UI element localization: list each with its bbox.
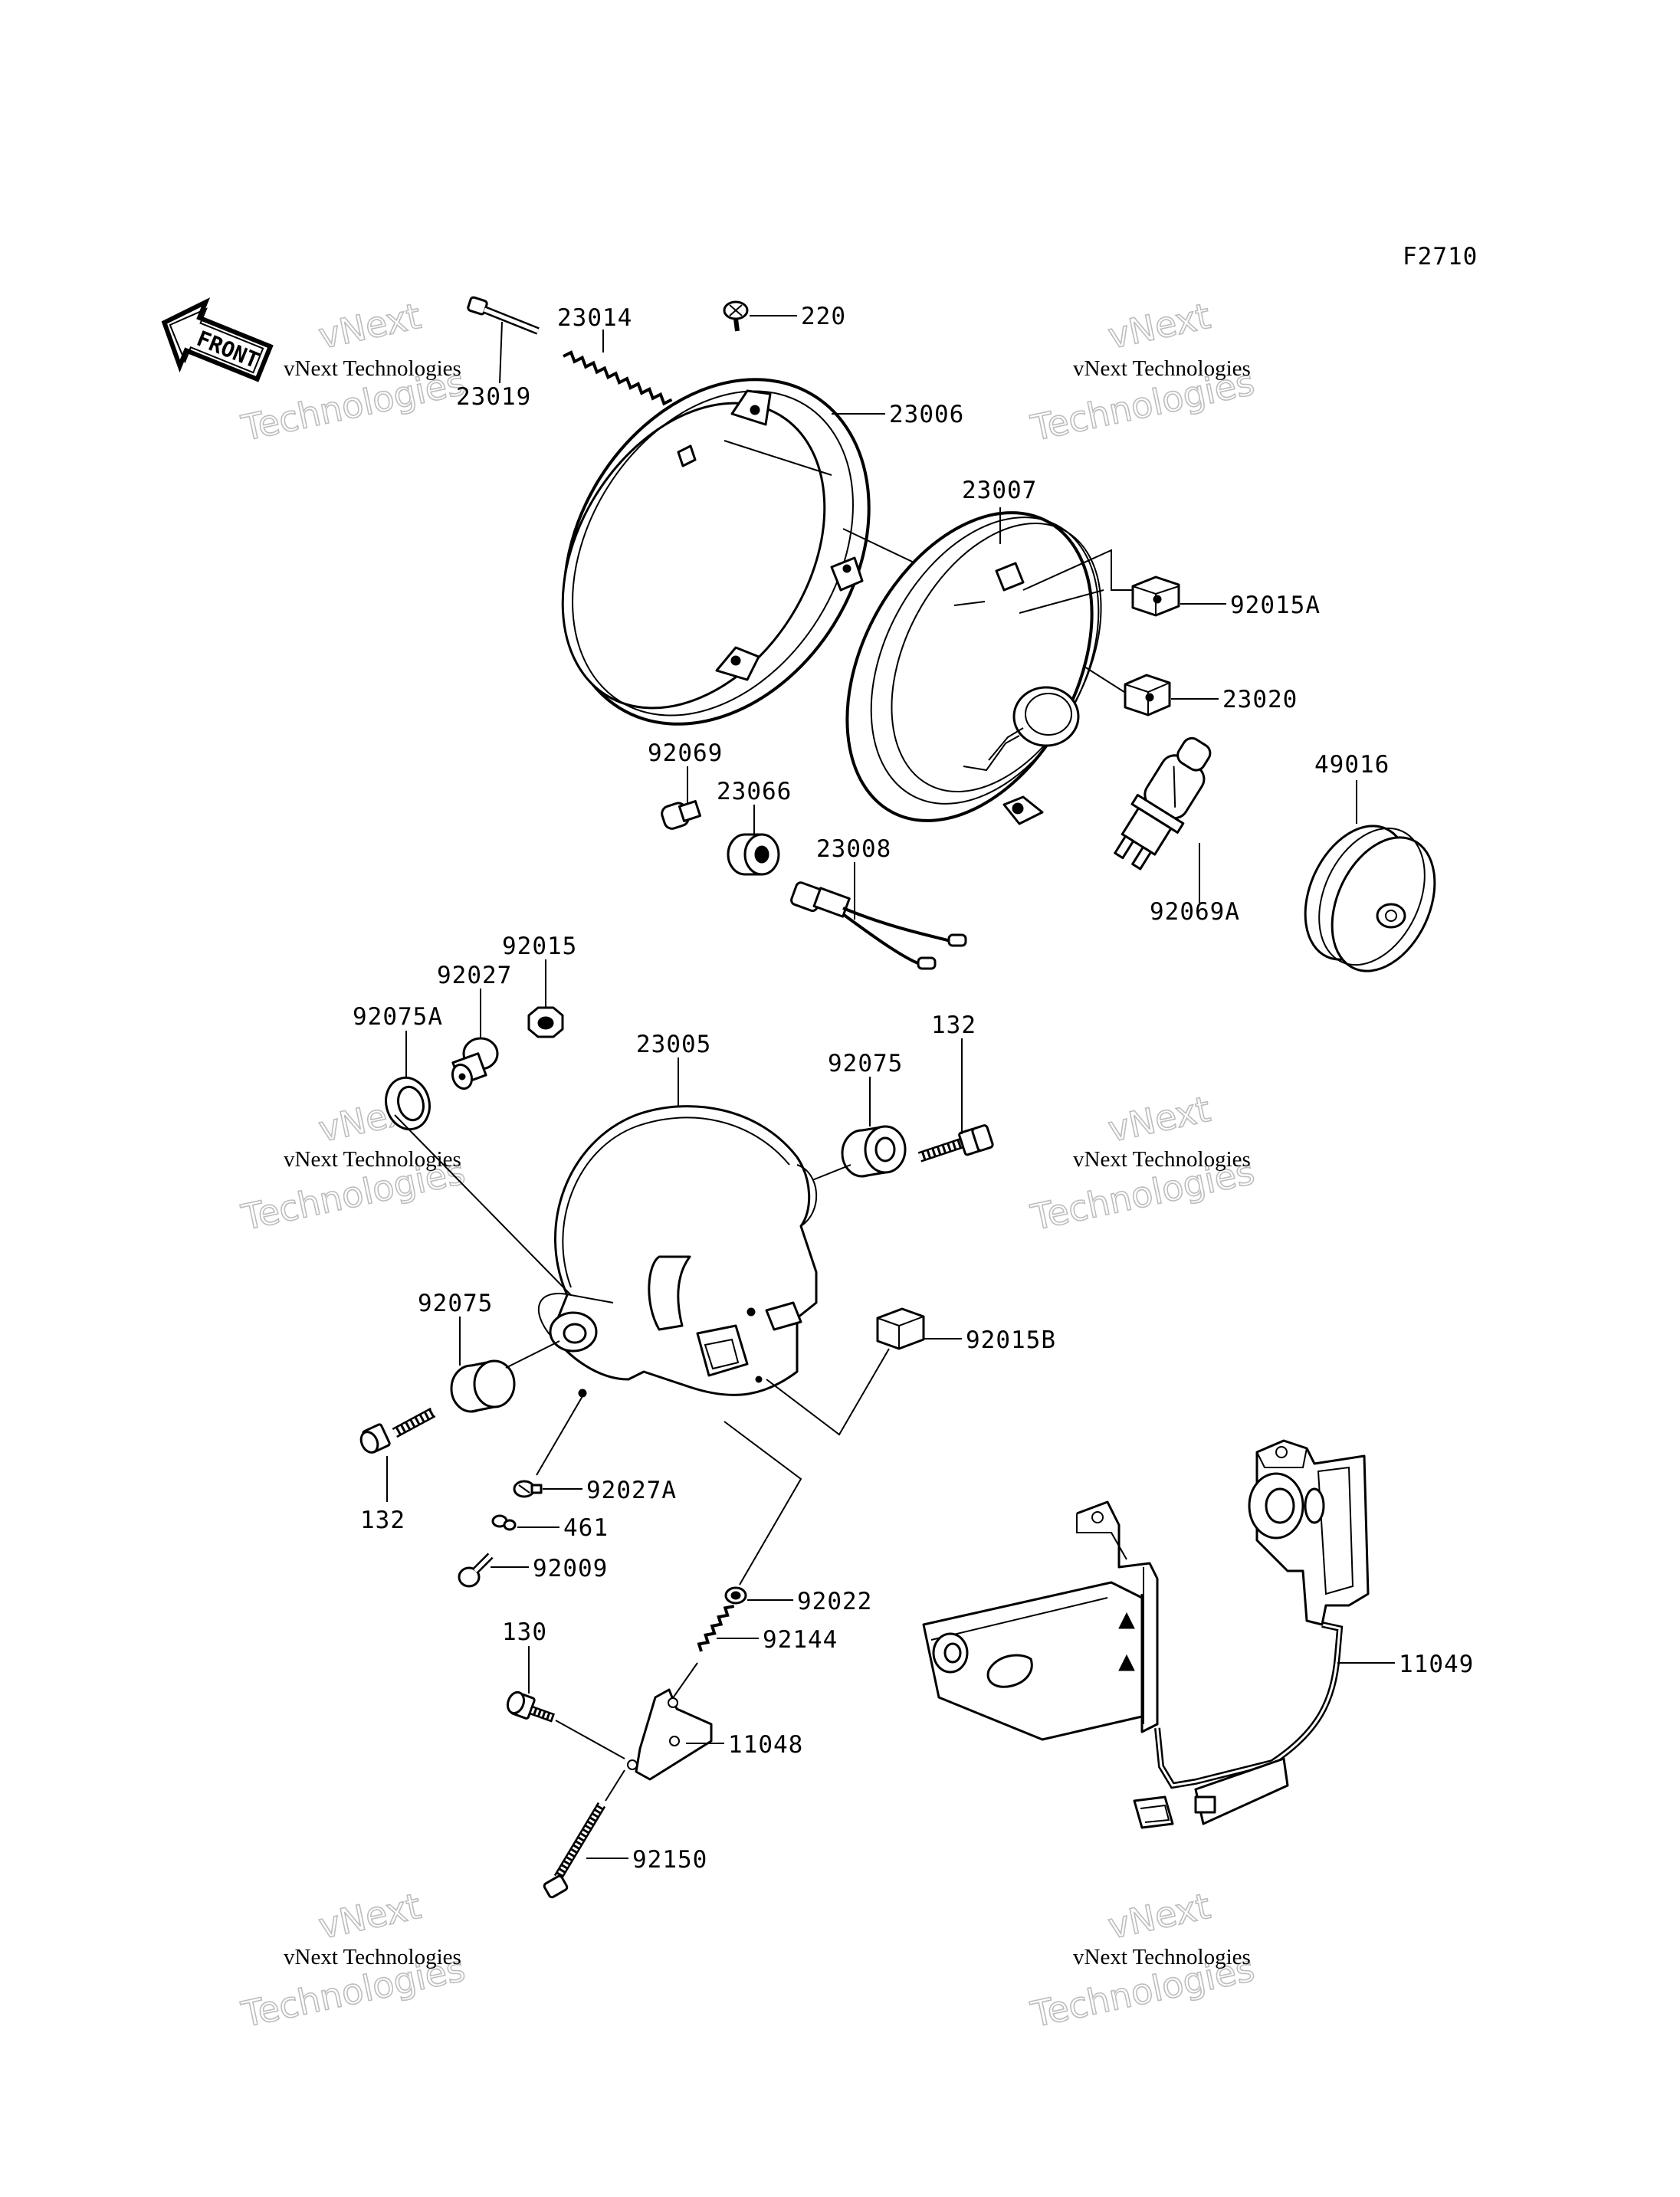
nut-92015B	[876, 1307, 925, 1350]
label-49016: 49016	[1314, 751, 1390, 779]
watermark-top-left: vNext Technologies vNext Technologies	[237, 294, 469, 450]
watermark-bottom-left: vNext Technologies vNext Technologies	[237, 1884, 469, 2036]
label-92069: 92069	[648, 739, 723, 767]
label-92075-right: 92075	[828, 1050, 903, 1077]
svg-text:vNext: vNext	[315, 295, 425, 357]
label-92015A: 92015A	[1230, 592, 1321, 619]
label-23014: 23014	[557, 304, 632, 332]
label-92022: 92022	[797, 1588, 872, 1615]
label-23020: 23020	[1222, 686, 1298, 713]
figure-code: F2710	[1403, 243, 1478, 271]
label-92150: 92150	[632, 1846, 707, 1874]
pin-461	[491, 1514, 517, 1531]
screw-220	[723, 300, 749, 332]
label-92069A: 92069A	[1150, 898, 1240, 926]
nut-92015	[527, 1006, 564, 1038]
label-461: 461	[563, 1514, 609, 1542]
label-92009: 92009	[533, 1555, 608, 1582]
watermark-mid-left: vNext Technologies vNext Technologies	[237, 1087, 469, 1239]
pilot-bulb-92069	[661, 800, 702, 830]
svg-text:vNext Technologies: vNext Technologies	[284, 1945, 461, 1969]
grommet-23066	[727, 833, 780, 876]
svg-text:vNext Technologies: vNext Technologies	[1073, 356, 1251, 381]
label-220: 220	[801, 303, 846, 330]
screw-92027A	[513, 1480, 543, 1498]
label-92075-left: 92075	[418, 1290, 493, 1317]
label-92075A: 92075A	[353, 1003, 443, 1031]
nut-92015A	[1131, 575, 1180, 617]
label-11048: 11048	[728, 1731, 803, 1759]
svg-text:vNext: vNext	[1104, 1885, 1214, 1947]
label-92015B: 92015B	[966, 1326, 1056, 1354]
bolt-132-top	[917, 1124, 994, 1162]
bracket-11048	[627, 1688, 713, 1781]
svg-text:vNext: vNext	[315, 1885, 425, 1947]
collar-92027	[451, 1037, 499, 1090]
bushing-92075-right	[841, 1125, 907, 1178]
svg-text:vNext Technologies: vNext Technologies	[284, 1147, 461, 1172]
headlight-bracket-11049	[922, 1439, 1370, 1829]
bulb-92069A	[1114, 736, 1212, 871]
front-arrow-icon: FRONT	[161, 297, 274, 382]
watermark-mid-right: vNext Technologies vNext Technologies	[1026, 1087, 1258, 1239]
reflector-unit-23007	[845, 511, 1102, 825]
label-23008: 23008	[816, 835, 891, 863]
spring-23014	[563, 350, 673, 406]
label-23066: 23066	[717, 778, 792, 805]
label-132-top: 132	[931, 1012, 976, 1039]
label-23007: 23007	[962, 477, 1037, 504]
spring-92144	[697, 1605, 735, 1652]
svg-text:vNext Technologies: vNext Technologies	[1073, 1945, 1251, 1969]
label-23019: 23019	[456, 383, 531, 411]
washer-92022	[724, 1586, 747, 1605]
label-92027: 92027	[437, 962, 512, 989]
nut-23020	[1124, 674, 1171, 716]
label-92015: 92015	[502, 933, 577, 960]
headlight-housing-23005	[537, 1105, 818, 1398]
watermark-top-right: vNext Technologies vNext Technologies	[1026, 294, 1258, 450]
leader-23019	[499, 321, 503, 384]
bolt-132-bottom	[359, 1407, 436, 1454]
watermark-bottom-right: vNext Technologies vNext Technologies	[1026, 1884, 1258, 2036]
label-132-bottom: 132	[360, 1507, 405, 1534]
svg-text:vNext Technologies: vNext Technologies	[284, 356, 461, 381]
bushing-92075-left	[450, 1359, 516, 1413]
socket-wire-23008	[790, 881, 967, 970]
screw-92150	[543, 1802, 606, 1899]
label-23006: 23006	[889, 401, 964, 428]
label-23005: 23005	[636, 1031, 711, 1058]
svg-text:vNext: vNext	[1104, 295, 1214, 357]
label-92144: 92144	[763, 1626, 838, 1654]
label-92027A: 92027A	[586, 1477, 677, 1504]
screw-92009	[458, 1553, 494, 1588]
label-130: 130	[502, 1618, 547, 1646]
svg-text:vNext: vNext	[1104, 1088, 1214, 1150]
headlight-rim-23006	[561, 378, 871, 726]
label-11049: 11049	[1399, 1651, 1474, 1678]
bolt-130	[506, 1690, 556, 1723]
screw-23019	[467, 296, 540, 335]
dust-cover-49016	[1304, 825, 1436, 972]
svg-text:vNext Technologies: vNext Technologies	[1073, 1147, 1251, 1172]
